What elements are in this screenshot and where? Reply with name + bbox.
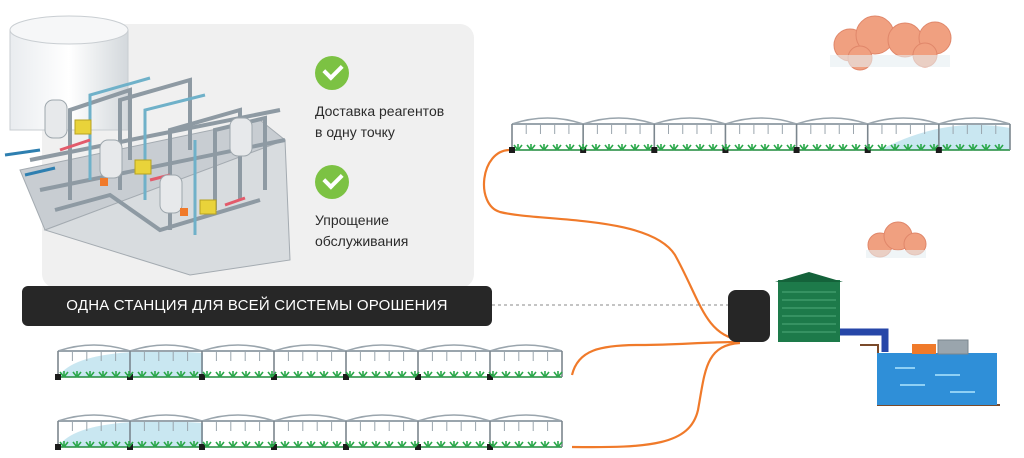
station-banner: ОДНА СТАНЦИЯ ДЛЯ ВСЕЙ СИСТЕМЫ ОРОШЕНИЯ — [22, 286, 492, 326]
feature-label-line2: обслуживания — [315, 233, 409, 249]
check-circle-icon — [315, 56, 349, 90]
cloud-icon — [830, 15, 952, 71]
pump-icon — [912, 339, 969, 355]
feature-item-delivery: Доставка реагентов в одну точку — [315, 56, 485, 143]
feature-label-line2: в одну точку — [315, 124, 395, 140]
dosing-unit — [728, 290, 770, 342]
lake — [877, 353, 997, 405]
water-tank — [775, 272, 843, 342]
pivot-irrigation-row — [55, 414, 563, 450]
dosing-station-illustration — [4, 15, 291, 276]
feature-item-maintenance: Упрощение обслуживания — [315, 165, 485, 252]
pivot-irrigation-row — [509, 117, 1011, 153]
water-pipe — [840, 328, 889, 352]
feature-label-line1: Упрощение — [315, 212, 389, 228]
feature-label-line1: Доставка реагентов — [315, 103, 445, 119]
cloud-icon — [866, 221, 927, 258]
pivot-irrigation-row — [55, 344, 563, 380]
check-circle-icon — [315, 165, 349, 199]
